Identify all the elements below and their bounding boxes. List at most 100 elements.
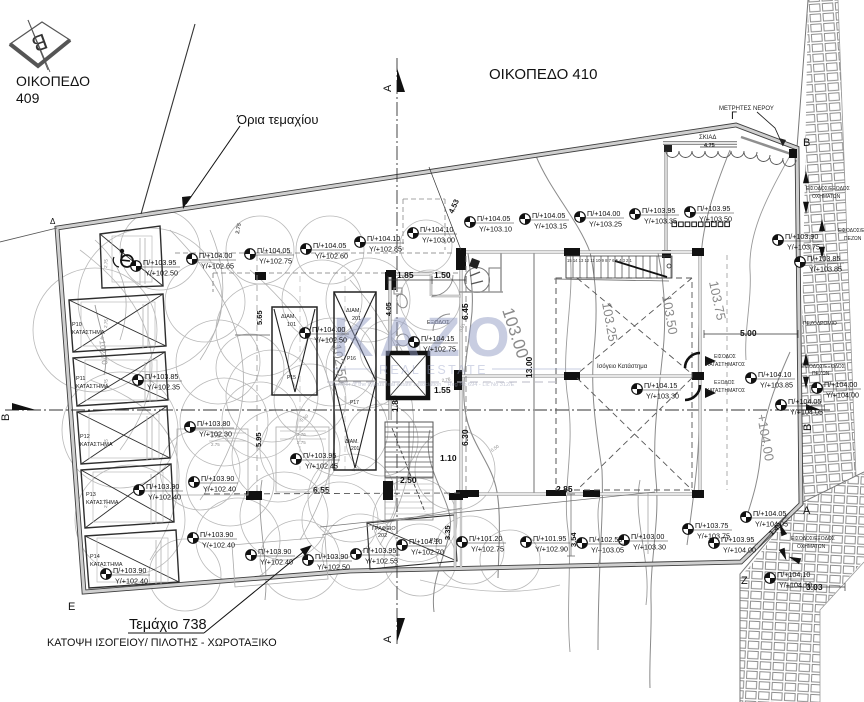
svg-text:ΟΙΚΟΠΕΔΟ: ΟΙΚΟΠΕΔΟ — [16, 73, 90, 89]
svg-text:Υ/+102.40: Υ/+102.40 — [203, 485, 236, 494]
svg-text:4.75: 4.75 — [704, 143, 715, 149]
svg-text:Υ/+104.00: Υ/+104.00 — [826, 391, 859, 400]
svg-text:2.75: 2.75 — [297, 440, 306, 445]
svg-text:Π/+103.85: Π/+103.85 — [807, 254, 840, 263]
svg-text:P15: P15 — [287, 375, 296, 381]
svg-text:2.85: 2.85 — [556, 484, 573, 494]
svg-text:ΚΑΤΑΣΤΗΜΑΤΟΣ: ΚΑΤΑΣΤΗΜΑΤΟΣ — [706, 388, 745, 394]
svg-text:Υ/+102.40: Υ/+102.40 — [260, 558, 293, 567]
svg-text:Π/+103.95: Π/+103.95 — [303, 451, 336, 460]
svg-text:Π/+104.05: Π/+104.05 — [257, 246, 290, 255]
svg-text:ΜΕΤΡΗΤΕΣ ΝΕΡΟΥ: ΜΕΤΡΗΤΕΣ ΝΕΡΟΥ — [719, 106, 774, 112]
svg-text:Υ/+102.65: Υ/+102.65 — [201, 262, 234, 271]
svg-text:Π/+104.10: Π/+104.10 — [409, 537, 442, 546]
svg-text:Π/+103.95: Π/+103.95 — [697, 204, 730, 213]
svg-text:REAL ESTATE: REAL ESTATE — [379, 363, 488, 377]
svg-text:201: 201 — [351, 446, 360, 452]
svg-text:Ισόγειο Κατάστημα: Ισόγειο Κατάστημα — [597, 363, 648, 370]
svg-text:201: 201 — [352, 316, 361, 322]
svg-text:2.75: 2.75 — [103, 498, 109, 508]
svg-text:Π/+103.75: Π/+103.75 — [695, 521, 728, 530]
svg-text:4.05: 4.05 — [386, 302, 393, 316]
svg-text:Υ/+102.70: Υ/+102.70 — [411, 548, 444, 557]
svg-text:2.76: 2.76 — [297, 432, 306, 437]
svg-text:Όρια τεμαχίου: Όρια τεμαχίου — [236, 112, 318, 127]
svg-text:2.75: 2.75 — [211, 442, 220, 447]
svg-text:Π/+103.90: Π/+103.90 — [200, 530, 233, 539]
svg-text:Π/+103.95: Π/+103.95 — [363, 546, 396, 555]
svg-text:5.65: 5.65 — [255, 310, 264, 325]
svg-text:Δ: Δ — [50, 217, 56, 226]
svg-text:Υ/+102.40: Υ/+102.40 — [115, 577, 148, 586]
svg-text:ΠΕΖΩΝ: ΠΕΖΩΝ — [812, 371, 830, 377]
svg-text:Υ/+103.10: Υ/+103.10 — [479, 225, 512, 234]
svg-text:Υ/+103.75: Υ/+103.75 — [787, 243, 820, 252]
svg-text:Π/+103.90: Π/+103.90 — [113, 566, 146, 575]
svg-text:Β: Β — [803, 137, 810, 149]
svg-text:Υ/+102.75: Υ/+102.75 — [259, 257, 292, 266]
svg-text:Π/+104.05: Π/+104.05 — [753, 509, 786, 518]
svg-text:101: 101 — [287, 322, 296, 328]
svg-text:Π/+103.90: Π/+103.90 — [785, 232, 818, 241]
svg-text:Υ/+102.75: Υ/+102.75 — [471, 545, 504, 554]
svg-text:Υ/+103.25: Υ/+103.25 — [589, 220, 622, 229]
svg-text:2.75: 2.75 — [235, 223, 243, 235]
svg-text:ΚΑΤΟΨΗ ΙΣΟΓΕΙΟΥ/ ΠΙΛΟΤΗΣ - ΧΩΡ: ΚΑΤΟΨΗ ΙΣΟΓΕΙΟΥ/ ΠΙΛΟΤΗΣ - ΧΩΡΟΤΑΞΙΚΟ — [47, 637, 277, 649]
svg-text:P17: P17 — [350, 400, 359, 406]
svg-text:5.00: 5.00 — [740, 328, 757, 338]
svg-text:ΕΙΣΟΔΟΣ/ΕΞΟΔΟΣ: ΕΙΣΟΔΟΣ/ΕΞΟΔΟΣ — [806, 186, 850, 192]
svg-text:ΕΙΣΟΔΟΣ/ΕΞΟΔΟΣ: ΕΙΣΟΔΟΣ/ΕΞΟΔΟΣ — [791, 536, 835, 542]
svg-text:A: A — [382, 84, 394, 92]
svg-text:ΔΙΑΜ.: ΔΙΑΜ. — [346, 308, 361, 314]
svg-text:Υ/+103.15: Υ/+103.15 — [534, 222, 567, 231]
svg-text:ΟΧΗΜΑΤΩΝ: ΟΧΗΜΑΤΩΝ — [812, 194, 841, 200]
svg-text:Π/+101.20: Π/+101.20 — [469, 534, 502, 543]
svg-text:6.30: 6.30 — [460, 429, 470, 446]
svg-text:0.51: 0.51 — [458, 322, 466, 332]
svg-text:Υ/+103.75: Υ/+103.75 — [697, 532, 730, 541]
svg-text:P11: P11 — [76, 376, 85, 382]
svg-text:Υ/+102.55: Υ/+102.55 — [365, 557, 398, 566]
svg-text:KAZO: KAZO — [333, 305, 516, 368]
svg-text:Υ/+103.35: Υ/+103.35 — [644, 217, 677, 226]
svg-text:Π/+104.05: Π/+104.05 — [532, 211, 565, 220]
svg-text:6.55: 6.55 — [313, 485, 330, 495]
svg-text:1.55: 1.55 — [434, 385, 451, 395]
svg-text:Υ/+104.00: Υ/+104.00 — [723, 546, 756, 555]
svg-text:2.76: 2.76 — [441, 376, 451, 383]
svg-text:2.75: 2.75 — [103, 438, 109, 448]
svg-text:Γ: Γ — [731, 110, 737, 122]
svg-text:ΚΑΤΑΣΤΗΜΑ: ΚΑΤΑΣΤΗΜΑ — [72, 330, 105, 336]
svg-text:A: A — [803, 505, 811, 517]
svg-text:2.75: 2.75 — [211, 434, 220, 439]
svg-text:Υ/+102.40: Υ/+102.40 — [202, 541, 235, 550]
svg-text:13.00: 13.00 — [524, 356, 534, 378]
svg-text:Υ/+104.10: Υ/+104.10 — [779, 581, 812, 590]
svg-text:2.75: 2.75 — [103, 378, 109, 388]
svg-text:0.50: 0.50 — [490, 443, 500, 452]
svg-text:Ε: Ε — [68, 601, 75, 613]
svg-text:Υ/+102.50: Υ/+102.50 — [317, 563, 350, 572]
svg-text:Π/+103.80: Π/+103.80 — [197, 419, 230, 428]
svg-text:ΚΑΤΑΣΤΗΜΑ: ΚΑΤΑΣΤΗΜΑ — [90, 562, 123, 568]
svg-text:Π/+104.10: Π/+104.10 — [367, 234, 400, 243]
svg-text:103.50: 103.50 — [659, 294, 681, 336]
svg-text:ΚΑΤΑΣΤΗΜΑ: ΚΑΤΑΣΤΗΜΑ — [76, 384, 109, 390]
svg-text:Π/+104.00: Π/+104.00 — [199, 251, 232, 260]
svg-text:2.75: 2.75 — [103, 258, 109, 268]
svg-text:member of the cyprus real esta: member of the cyprus real estate associa… — [330, 382, 515, 388]
svg-text:Υ/+103.00: Υ/+103.00 — [422, 236, 455, 245]
svg-text:ΓΡΑΦΕΙΟ: ΓΡΑΦΕΙΟ — [372, 526, 396, 532]
svg-text:Π/+103.85: Π/+103.85 — [145, 372, 178, 381]
svg-text:Π/+104.05: Π/+104.05 — [788, 397, 821, 406]
svg-text:Υ/+103.05: Υ/+103.05 — [591, 546, 624, 555]
svg-text:Υ/+104.05: Υ/+104.05 — [755, 520, 788, 529]
svg-text:A: A — [382, 635, 394, 643]
svg-text:2.75: 2.75 — [103, 318, 109, 328]
svg-text:-0.5: -0.5 — [351, 465, 360, 473]
svg-text:P16: P16 — [347, 356, 356, 362]
svg-text:Υ/+102.50: Υ/+102.50 — [314, 336, 347, 345]
svg-text:Υ/+102.75: Υ/+102.75 — [423, 345, 456, 354]
svg-text:ΠΕΖΟΔΡΟΜΙΟ: ΠΕΖΟΔΡΟΜΙΟ — [803, 321, 837, 327]
svg-text:0.50: 0.50 — [299, 413, 309, 423]
